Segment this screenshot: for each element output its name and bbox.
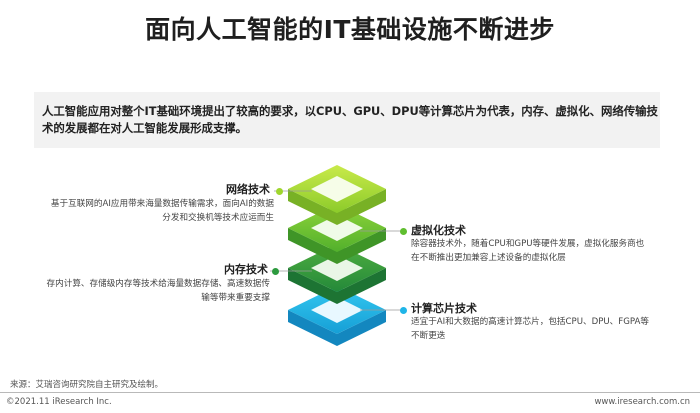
label-memory-title: 内存技术: [224, 263, 268, 276]
intro-text: 人工智能应用对整个IT基础环境提出了较高的要求，以CPU、GPU、DPU等计算芯…: [42, 104, 658, 135]
label-virtualization-desc: 除容器技术外，随着CPU和GPU等硬件发展，虚拟化服务商也 在不断推出更加兼容上…: [411, 239, 645, 263]
label-network-desc: 基于互联网的AI应用带来海量数据传输需求，面向AI的数据 分发和交换机等技术应运…: [50, 199, 274, 223]
page-title: 面向人工智能的IT基础设施不断进步: [145, 15, 555, 44]
label-virtualization-title: 虚拟化技术: [411, 224, 466, 237]
website: www.iresearch.com.cn: [594, 397, 690, 407]
layer-memory: [288, 244, 386, 304]
layer-virtualization: [288, 204, 386, 264]
label-network-title: 网络技术: [226, 183, 270, 196]
label-memory-desc: 存内计算、存储级内存等技术给海量数据存储、高速数据传 输等带来重要支撑: [46, 279, 270, 303]
bullet-memory: [272, 268, 279, 275]
footer-divider: [0, 392, 700, 393]
label-chip-desc: 适宜于AI和大数据的高速计算芯片，包括CPU、DPU、FGPA等 不断更迭: [411, 317, 649, 341]
source-note: 来源：艾瑞咨询研究院自主研究及绘制。: [10, 380, 164, 390]
bullet-network: [276, 188, 283, 195]
bullet-virtualization: [400, 228, 407, 235]
label-chip-title: 计算芯片技术: [411, 302, 477, 315]
intro-box: [34, 92, 660, 148]
bullet-chip: [400, 307, 407, 314]
layer-chip: [288, 286, 386, 346]
copyright: ©2021.11 iResearch Inc.: [6, 397, 112, 407]
layer-network: [288, 165, 386, 225]
